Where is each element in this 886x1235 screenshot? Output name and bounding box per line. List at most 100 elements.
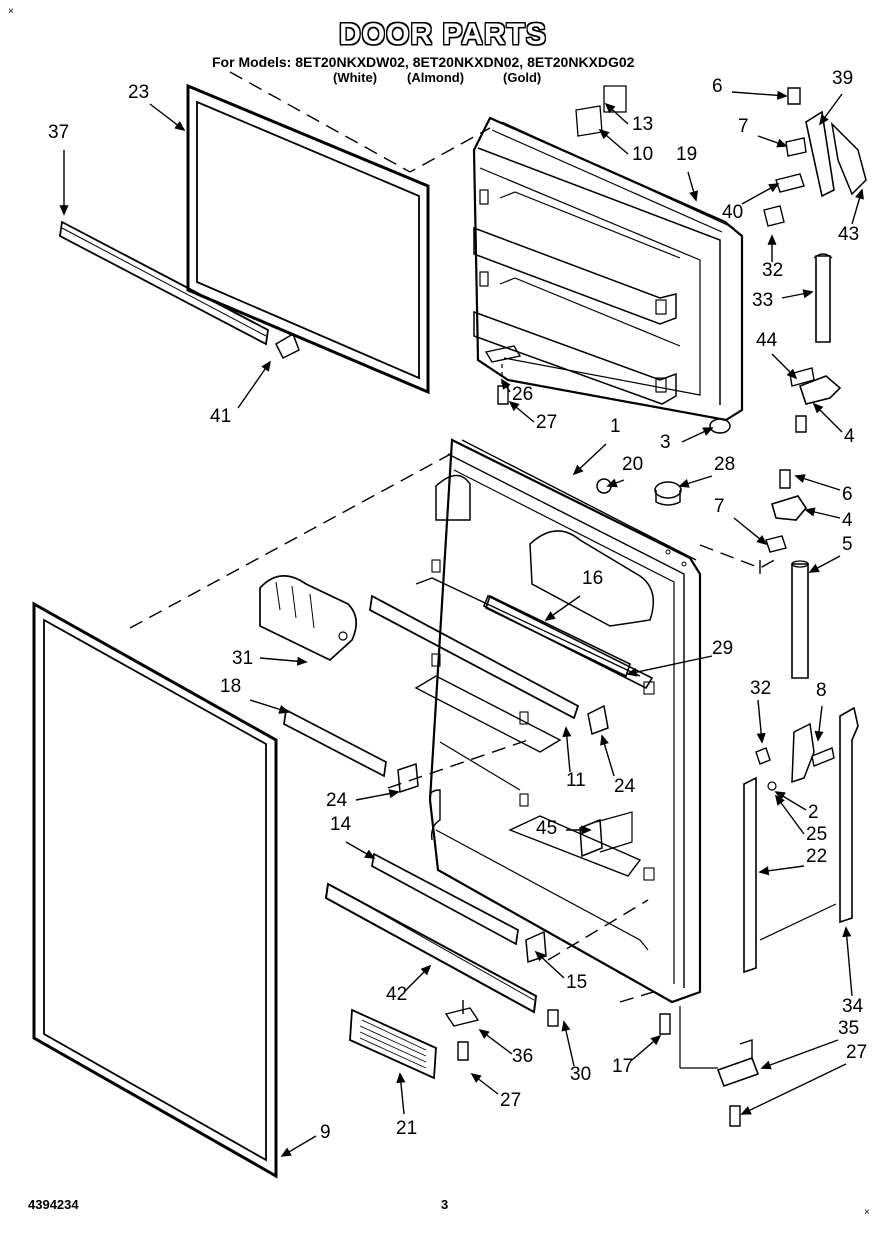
callout-number-15: 15 xyxy=(566,972,587,993)
callout-number-32: 32 xyxy=(750,678,771,699)
arrowhead-3 xyxy=(702,427,714,436)
arrowhead-32 xyxy=(767,234,777,245)
callout-number-36: 36 xyxy=(512,1046,533,1067)
arrowhead-13 xyxy=(604,102,616,114)
callout-number-34: 34 xyxy=(842,996,864,1017)
color-label-gold: (Gold) xyxy=(503,70,542,85)
callout-number-42: 42 xyxy=(386,984,407,1005)
arrowhead-4 xyxy=(812,402,824,414)
arrowhead-34 xyxy=(842,926,852,938)
callout-number-32: 32 xyxy=(762,260,783,281)
shelf-retainer-bar-18 xyxy=(283,708,387,778)
arrowhead-25 xyxy=(774,794,785,806)
callout-number-14: 14 xyxy=(330,814,352,835)
freezer-door-shelf-bar xyxy=(59,220,269,346)
arrowhead-5 xyxy=(808,563,820,573)
corner-mark-bottom-right: × xyxy=(864,1207,870,1218)
dairy-compartment-door xyxy=(259,575,357,662)
arrowhead-23 xyxy=(174,121,186,132)
callout-number-8: 8 xyxy=(816,680,827,701)
leader-line-41 xyxy=(237,361,271,409)
arrowhead-11 xyxy=(562,726,572,738)
arrowhead-40 xyxy=(768,183,780,193)
arrowhead-17 xyxy=(650,1034,662,1046)
freezer-door-gasket xyxy=(186,83,430,395)
callout-number-35: 35 xyxy=(838,1018,859,1039)
leader-line-35 xyxy=(761,1039,839,1069)
arrowhead-35 xyxy=(760,1060,772,1070)
arrowhead-44 xyxy=(786,368,798,380)
bottom-hinge-hardware xyxy=(679,706,859,1127)
callout-number-39: 39 xyxy=(832,68,853,89)
callout-number-5: 5 xyxy=(842,534,853,555)
arrowhead-6 xyxy=(794,474,806,483)
arrowhead-21 xyxy=(396,1072,406,1084)
arrowhead-32 xyxy=(756,732,766,744)
arrowhead-1 xyxy=(572,464,584,476)
callout-number-18: 18 xyxy=(220,676,241,697)
callout-number-10: 10 xyxy=(632,144,653,165)
arrowhead-6 xyxy=(776,90,788,100)
page-number: 3 xyxy=(441,1197,449,1212)
top-hinge-hardware xyxy=(763,87,867,433)
callout-number-27: 27 xyxy=(846,1042,867,1063)
callout-number-43: 43 xyxy=(838,224,859,245)
callout-number-45: 45 xyxy=(536,818,557,839)
models-line: For Models: 8ET20NKXDW02, 8ET20NKXDN02, … xyxy=(212,54,635,70)
arrowhead-45 xyxy=(581,825,592,835)
shelf-retainer-bar-14 xyxy=(371,852,519,946)
arrowhead-39 xyxy=(818,114,829,126)
corner-mark-top-left: × xyxy=(8,6,14,17)
callout-number-2: 2 xyxy=(808,802,819,823)
arrowhead-30 xyxy=(561,1020,571,1032)
arrowhead-14 xyxy=(364,849,376,859)
arrowhead-27 xyxy=(740,1106,752,1115)
shelf-retainer-bar-42 xyxy=(324,882,538,1014)
arrowhead-29 xyxy=(626,667,638,677)
callout-number-6: 6 xyxy=(712,76,723,97)
callout-number-27: 27 xyxy=(536,412,557,433)
callout-number-41: 41 xyxy=(210,406,231,427)
callout-number-1: 1 xyxy=(610,416,621,437)
callout-number-30: 30 xyxy=(570,1064,591,1085)
arrowhead-4 xyxy=(804,507,816,517)
callout-number-6: 6 xyxy=(842,484,853,505)
freezer-door-liner xyxy=(472,116,744,422)
callout-number-44: 44 xyxy=(756,330,778,351)
trim-plates xyxy=(575,85,627,137)
arrowhead-20 xyxy=(606,478,618,488)
callout-number-9: 9 xyxy=(320,1122,331,1143)
leader-line-6 xyxy=(731,91,787,97)
callout-number-23: 23 xyxy=(128,82,149,103)
arrowhead-18 xyxy=(278,705,290,714)
shelf-retainer-bar-16 xyxy=(485,594,631,678)
arrowhead-24 xyxy=(600,734,609,746)
callout-number-25: 25 xyxy=(806,824,827,845)
callout-number-24: 24 xyxy=(326,790,348,811)
callout-number-16: 16 xyxy=(582,568,603,589)
end-cap-30 xyxy=(547,1009,559,1027)
callout-number-21: 21 xyxy=(396,1118,417,1139)
callout-number-29: 29 xyxy=(712,638,733,659)
arrowhead-43 xyxy=(855,188,864,200)
arrowhead-31 xyxy=(296,656,308,666)
callout-number-22: 22 xyxy=(806,846,827,867)
callout-number-37: 37 xyxy=(48,122,69,143)
callout-number-4: 4 xyxy=(842,510,853,531)
arrowhead-22 xyxy=(758,866,770,876)
color-label-white: (White) xyxy=(333,70,378,85)
callout-number-11: 11 xyxy=(566,770,586,791)
arrowhead-16 xyxy=(544,611,556,622)
end-caps-24 xyxy=(397,704,609,964)
callout-number-20: 20 xyxy=(622,454,643,475)
callout-number-7: 7 xyxy=(738,116,749,137)
arrowhead-10 xyxy=(598,128,610,140)
callout-number-4: 4 xyxy=(844,426,855,447)
arrowhead-36 xyxy=(478,1028,490,1039)
bracket-45 xyxy=(579,811,633,858)
arrowhead-33 xyxy=(802,289,814,299)
callout-number-27: 27 xyxy=(500,1090,521,1111)
